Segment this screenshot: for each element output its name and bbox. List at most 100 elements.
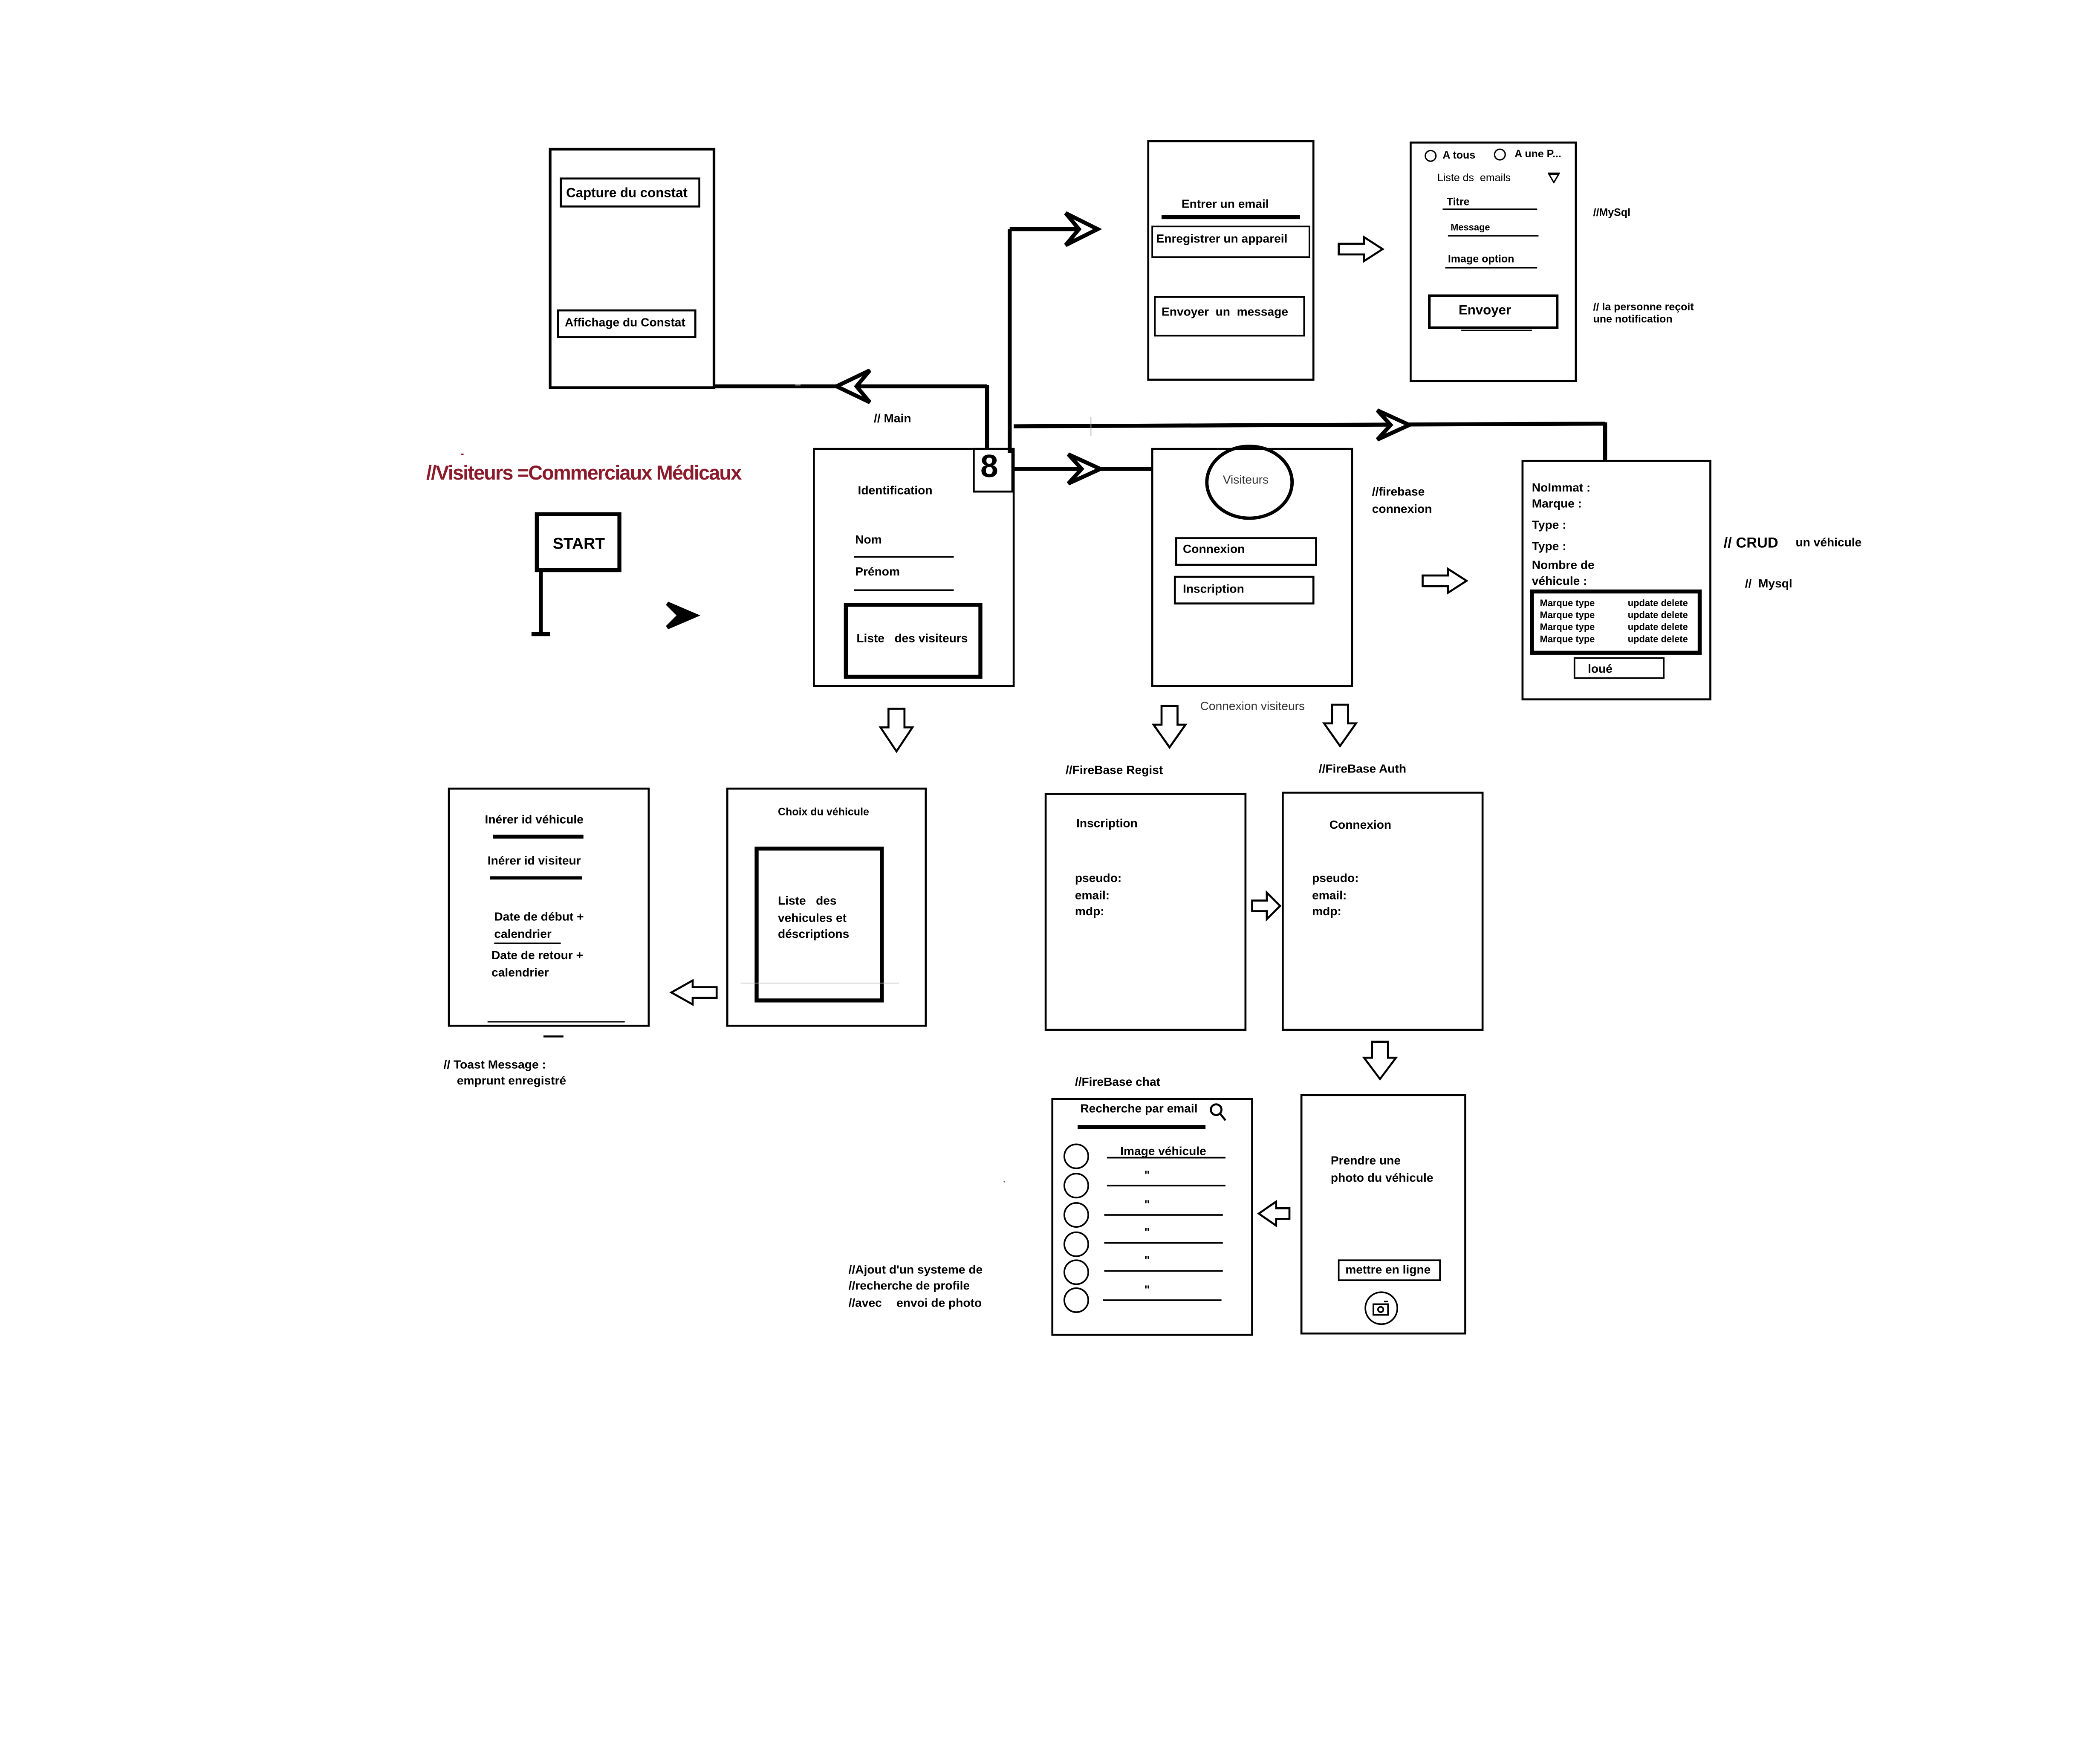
hollow-arrow-down-4 — [1362, 1041, 1398, 1081]
image-option-label: Image option — [1448, 253, 1514, 265]
immat-label: NoImmat : — [1532, 481, 1591, 494]
constat-screen — [549, 147, 716, 389]
vehicule-row-right: update delete — [1627, 623, 1688, 633]
photo-screen — [1300, 1094, 1466, 1335]
vehicule-row-left: Marque type — [1540, 611, 1595, 621]
search-email-label: Recherche par email — [1080, 1102, 1198, 1115]
radio-une — [1494, 148, 1506, 161]
badge-icon: 8 — [980, 449, 998, 485]
identification-title: Identification — [858, 483, 933, 497]
hollow-arrow-right-1 — [1338, 235, 1385, 263]
capture-constat-label: Capture du constat — [566, 186, 688, 201]
envoyer-message-label: Envoyer un message — [1162, 305, 1289, 318]
connexion-label: Connexion — [1183, 542, 1245, 556]
camera-button — [1364, 1291, 1398, 1325]
arrowhead-to-email — [1064, 211, 1102, 247]
badge-box — [973, 448, 1014, 493]
envoyer-box — [1428, 294, 1559, 329]
vehicule-row-left: Marque type — [1540, 623, 1595, 633]
envoyer-label: Envoyer — [1458, 304, 1512, 318]
ditto-mark: " — [1144, 1283, 1150, 1296]
ditto-mark: " — [1144, 1197, 1150, 1211]
note-crud: // CRUD — [1723, 535, 1778, 552]
message-label: Message — [1451, 224, 1490, 233]
type-label-1: Type : — [1532, 518, 1566, 532]
notification-screen — [1410, 142, 1577, 382]
note-toast: // Toast Message : emprunt enregistré — [443, 1058, 566, 1087]
hollow-arrow-left-2 — [1257, 1200, 1291, 1228]
liste-emails-label: Liste ds emails — [1437, 172, 1511, 184]
id-visiteur-label: Inérer id visiteur — [487, 854, 581, 868]
hollow-arrow-right-2 — [1422, 567, 1468, 595]
loue-box — [1573, 657, 1665, 679]
hollow-arrow-down-2 — [1151, 705, 1188, 749]
start-flag-box — [535, 512, 621, 573]
nom-label: Nom — [855, 533, 882, 547]
hollow-arrow-right-3 — [1251, 890, 1282, 922]
affichage-constat-box — [557, 309, 697, 338]
inscription-fields: pseudo: email: mdp: — [1075, 871, 1122, 918]
note-crud-suffix: un véhicule — [1795, 535, 1862, 549]
choix-liste-label: Liste des vehicules et déscriptions — [778, 894, 850, 941]
vehicule-row-left: Marque type — [1540, 635, 1595, 645]
diagram-title: //Visiteurs =Commerciaux Médicaux — [426, 462, 742, 485]
search-icon — [1210, 1103, 1226, 1121]
note-ajout-1: //Ajout d'un systeme de — [848, 1263, 983, 1276]
vehicule-list-box — [1530, 589, 1702, 655]
chat-avatar-1 — [1064, 1143, 1089, 1169]
inscription-title: Inscription — [1076, 816, 1138, 830]
note-ajout-2: //recherche de profile — [848, 1279, 970, 1293]
radio-une-label: A une P... — [1514, 147, 1561, 160]
vehicule-row-left: Marque type — [1540, 599, 1595, 609]
enregistrer-label: Enregistrer un appareil — [1156, 231, 1288, 245]
choix-list-box — [754, 846, 884, 1003]
ditto-mark: " — [1144, 1168, 1150, 1182]
type-label-2: Type : — [1532, 539, 1566, 553]
ditto-mark: " — [1144, 1226, 1150, 1239]
inscription-label: Inscription — [1183, 582, 1244, 596]
titre-label: Titre — [1446, 196, 1470, 208]
vehicule-row-right: update delete — [1627, 599, 1688, 609]
chat-avatar-3 — [1064, 1202, 1089, 1228]
hollow-arrow-down-1 — [879, 708, 915, 753]
note-connexion-visiteurs: Connexion visiteurs — [1200, 699, 1305, 713]
marque-label: Marque : — [1532, 497, 1582, 510]
visiteurs-screen — [1151, 448, 1353, 687]
chat-avatar-5 — [1064, 1259, 1089, 1285]
prenom-label: Prénom — [855, 565, 900, 578]
hollow-arrow-left-1 — [669, 978, 718, 1006]
note-firebase-chat: //FireBase chat — [1075, 1075, 1160, 1089]
enregistrer-box — [1151, 226, 1310, 258]
liste-visiteurs-box — [844, 603, 983, 679]
radio-tous-label: A tous — [1442, 149, 1476, 162]
note-firebase-regist: //FireBase Regist — [1066, 763, 1163, 777]
inscription-screen — [1044, 793, 1247, 1031]
visiteurs-circle — [1205, 444, 1294, 520]
connexion-title: Connexion — [1329, 818, 1392, 831]
vehicule-row-right: update delete — [1627, 635, 1688, 645]
arrowhead-start — [666, 601, 701, 630]
chat-screen — [1051, 1098, 1253, 1336]
connexion-screen — [1282, 792, 1484, 1031]
date-debut-label: Date de début + calendrier — [494, 910, 584, 940]
chevron-down-icon — [1548, 172, 1560, 184]
choix-screen — [726, 787, 927, 1027]
emprunt-screen — [448, 787, 650, 1027]
date-retour-label: Date de retour + calendrier — [491, 949, 584, 979]
hollow-arrow-down-3 — [1322, 703, 1358, 748]
loue-label: loué — [1588, 662, 1613, 676]
liste-visiteurs-label: Liste des visiteurs — [856, 631, 968, 645]
radio-tous — [1425, 150, 1437, 162]
connexion-box — [1175, 537, 1317, 566]
main-note: // Main — [874, 411, 911, 425]
start-label: START — [552, 534, 605, 553]
visiteurs-circle-label: Visiteurs — [1223, 473, 1269, 486]
nombre-vehicule-label: Nombre de véhicule : — [1532, 558, 1595, 588]
camera-icon — [1373, 1301, 1389, 1316]
arrowhead-to-constat — [832, 368, 872, 404]
note-notification: // la personne reçoit une notification — [1593, 301, 1694, 325]
identification-screen — [813, 448, 1015, 687]
